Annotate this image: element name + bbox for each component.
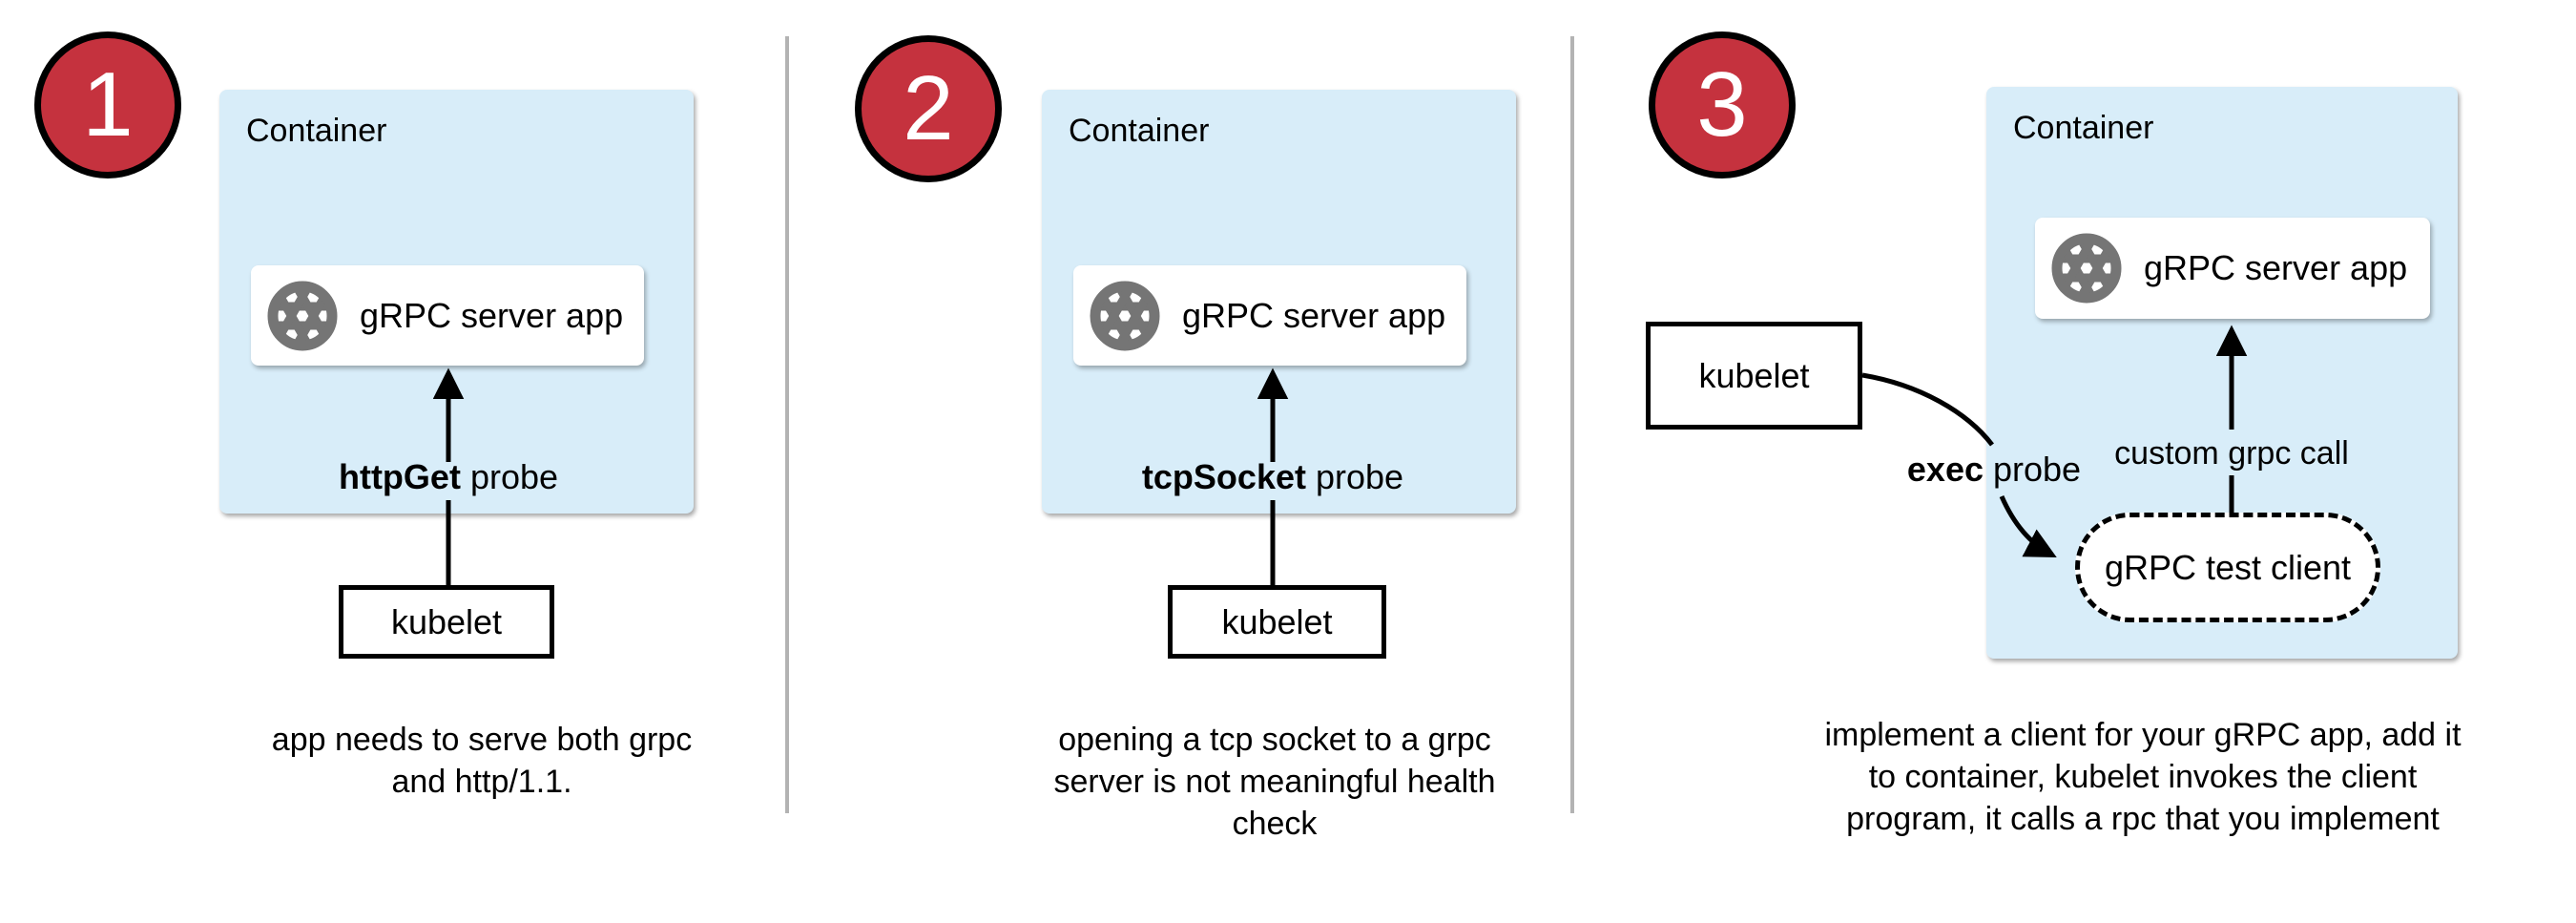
probe-type: tcpSocket [1141, 457, 1306, 496]
step-badge-2: 2 [855, 35, 1002, 182]
step-number: 2 [903, 57, 954, 159]
grpc-server-app-box-2: gRPC server app [1073, 265, 1466, 366]
aperture-icon [267, 281, 338, 350]
container-label: Container [246, 113, 387, 149]
container-label: Container [2013, 110, 2154, 146]
caption-3: implement a client for your gRPC app, ad… [1814, 714, 2472, 840]
grpc-server-app-box-3: gRPC server app [2035, 218, 2430, 319]
step-badge-3: 3 [1649, 31, 1796, 178]
caption-line: app needs to serve both grpc [271, 722, 693, 758]
custom-grpc-call-label: custom grpc call [2114, 435, 2349, 472]
caption-line: to container, kubelet invokes the client [1868, 759, 2418, 795]
container-label: Container [1069, 113, 1210, 149]
probe-type: httpGet [338, 457, 461, 496]
kubelet-label: kubelet [1698, 355, 1810, 395]
probe-label-3: exec probe [1851, 449, 2137, 491]
panel-divider [785, 36, 789, 813]
probe-label-1: httpGet probe [305, 456, 592, 498]
grpc-server-app-label: gRPC server app [1182, 295, 1446, 335]
grpc-test-client-box: gRPC test client [2075, 513, 2380, 622]
probe-word: probe [1305, 457, 1404, 496]
caption-line: opening a tcp socket to a grpc [1058, 722, 1491, 758]
grpc-server-app-label: gRPC server app [360, 295, 624, 335]
grpc-server-app-box-1: gRPC server app [251, 265, 644, 366]
aperture-icon [2051, 233, 2122, 304]
caption-line: check [1232, 806, 1318, 842]
step-number: 3 [1696, 53, 1748, 156]
exec-probe-curve-upper [1861, 372, 1994, 447]
kubelet-box-1: kubelet [339, 585, 554, 659]
grpc-server-app-label: gRPC server app [2144, 248, 2408, 287]
step-badge-1: 1 [34, 31, 181, 178]
caption-line: program, it calls a rpc that you impleme… [1846, 801, 2440, 837]
kubelet-label: kubelet [1221, 601, 1333, 641]
caption-line: implement a client for your gRPC app, ad… [1824, 717, 2462, 753]
probe-label-2: tcpSocket probe [1130, 456, 1416, 498]
caption-2: opening a tcp socket to a grpc server is… [1012, 719, 1537, 845]
probe-word: probe [1984, 450, 2082, 489]
step-number: 1 [82, 53, 134, 156]
caption-line: and http/1.1. [391, 764, 572, 800]
probe-word: probe [460, 457, 559, 496]
grpc-test-client-label: gRPC test client [2104, 547, 2352, 587]
caption-line: server is not meaningful health [1053, 764, 1496, 800]
caption-1: app needs to serve both grpc and http/1.… [219, 719, 744, 803]
probe-type: exec [1906, 450, 1984, 489]
kubelet-label: kubelet [390, 601, 503, 641]
kubelet-box-3: kubelet [1646, 322, 1862, 430]
kubelet-box-2: kubelet [1168, 585, 1386, 659]
panel-divider [1570, 36, 1574, 813]
aperture-icon [1090, 281, 1160, 350]
